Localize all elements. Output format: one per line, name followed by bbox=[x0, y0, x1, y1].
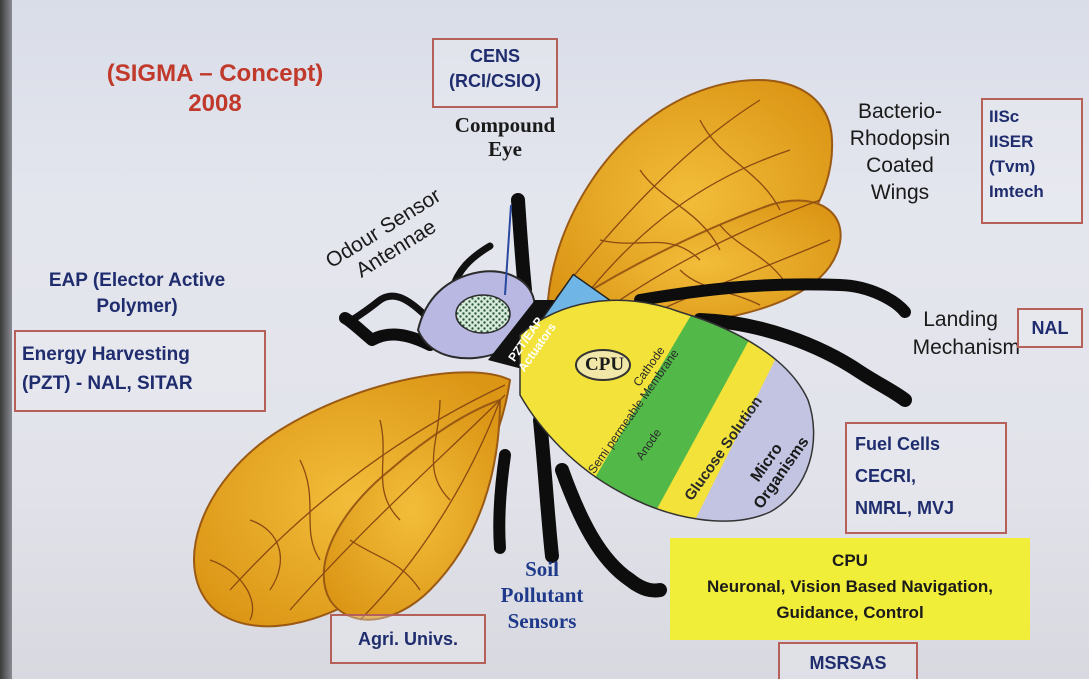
page-title: (SIGMA – Concept) 2008 bbox=[60, 60, 370, 117]
landing-mechanism-label: Landing Mechanism bbox=[880, 306, 1020, 362]
bacterio-label: Bacterio- Rhodopsin Coated Wings bbox=[830, 98, 970, 206]
cens-box: CENS (RCI/CSIO) bbox=[432, 38, 558, 108]
fuel-cells-box: Fuel Cells CECRI, NMRL, MVJ bbox=[845, 422, 1007, 534]
nal-box: NAL bbox=[1017, 308, 1083, 348]
soil-pollutant-label: Soil Pollutant Sensors bbox=[476, 556, 608, 634]
agri-univs-box: Agri. Univs. bbox=[330, 614, 486, 664]
cpu-box: CPU Neuronal, Vision Based Navigation, G… bbox=[670, 538, 1030, 640]
compound-eye-mesh bbox=[456, 295, 510, 333]
iisc-box: IISc IISER (Tvm) Imtech bbox=[981, 98, 1083, 224]
eap-label: EAP (Elector Active Polymer) bbox=[22, 268, 252, 320]
cpu-oval-label: CPU bbox=[585, 354, 621, 376]
energy-harvesting-box: Energy Harvesting (PZT) - NAL, SITAR bbox=[14, 330, 266, 412]
compound-eye-label: Compound Eye bbox=[432, 113, 578, 161]
msrsas-box: MSRSAS bbox=[778, 642, 918, 679]
